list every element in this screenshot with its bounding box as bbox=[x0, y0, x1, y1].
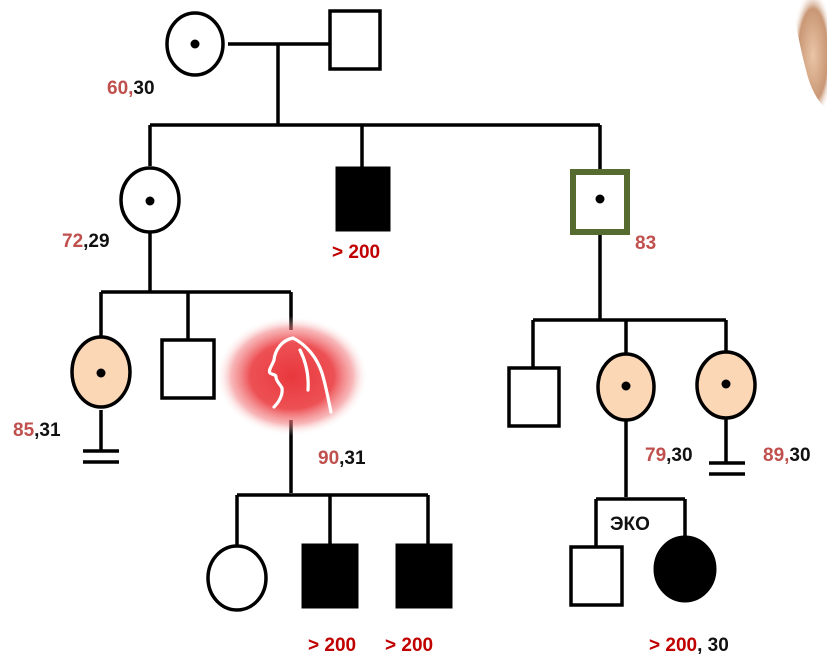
individual-III-5 bbox=[596, 352, 656, 422]
carrier-dot bbox=[595, 194, 605, 204]
individual-IV-5 bbox=[653, 535, 717, 603]
carrier-dot bbox=[190, 39, 200, 49]
carrier-dot bbox=[721, 379, 731, 389]
individual-I-2 bbox=[328, 9, 382, 71]
individual-III-6 bbox=[695, 350, 757, 420]
svg-text:ЭКО: ЭКО bbox=[610, 514, 650, 535]
individual-II-2 bbox=[335, 166, 391, 232]
woman-profile-icon bbox=[267, 336, 333, 414]
svg-text:> 200: > 200 bbox=[385, 635, 433, 656]
individual-III-2 bbox=[160, 338, 216, 400]
individual-IV-1 bbox=[206, 544, 268, 612]
age-label-II-1: ,29 bbox=[83, 231, 109, 252]
individual-II-3 bbox=[570, 169, 630, 235]
count-label-IV-3: > 200 bbox=[385, 635, 433, 656]
carrier-dot bbox=[621, 381, 631, 391]
count-label-III-3: 90 bbox=[318, 448, 339, 469]
svg-text:72,29: 72,29 bbox=[62, 231, 110, 252]
svg-text:> 200: > 200 bbox=[332, 242, 380, 263]
carrier-dot bbox=[96, 368, 106, 378]
individual-IV-4 bbox=[569, 545, 624, 607]
age-label-III-3: ,31 bbox=[339, 448, 366, 469]
count-label-I-1: 60, bbox=[107, 78, 133, 99]
age-label-III-5: ,30 bbox=[666, 445, 692, 466]
age-label-III-1: ,31 bbox=[34, 420, 61, 441]
individual-III-1 bbox=[70, 335, 132, 409]
pedigree-lines bbox=[83, 42, 745, 547]
svg-text:79,30: 79,30 bbox=[645, 445, 693, 466]
individual-IV-3 bbox=[395, 543, 453, 609]
pedigree-symbols bbox=[70, 9, 757, 612]
portrait-photo-fragment bbox=[792, 0, 827, 110]
ivf-label: ЭКО bbox=[610, 514, 650, 535]
count-label-II-2: > 200 bbox=[332, 242, 380, 263]
svg-text:83: 83 bbox=[635, 233, 656, 254]
carrier-dot bbox=[145, 196, 155, 206]
count-label-IV-2: > 200 bbox=[308, 635, 356, 656]
individual-I-1 bbox=[165, 11, 225, 77]
count-label-IV-5: > 200 bbox=[649, 635, 697, 656]
age-label-IV-5: , 30 bbox=[697, 635, 729, 656]
count-label-III-5: 79 bbox=[645, 445, 666, 466]
pedigree-labels: 60,30 72,29 > 200 83 85,31 90,31 79,30 8… bbox=[13, 78, 811, 656]
svg-text:85,31: 85,31 bbox=[13, 420, 61, 441]
individual-III-4 bbox=[507, 366, 561, 428]
individual-IV-2 bbox=[301, 543, 359, 609]
proband-marker bbox=[216, 316, 368, 436]
count-label-III-6: 89, bbox=[763, 445, 789, 466]
individual-II-1 bbox=[119, 166, 181, 234]
svg-text:> 200: > 200 bbox=[308, 635, 356, 656]
count-label-II-3: 83 bbox=[635, 233, 656, 254]
svg-text:90,31: 90,31 bbox=[318, 448, 366, 469]
count-label-II-1: 72 bbox=[62, 231, 83, 252]
svg-text:> 200, 30: > 200, 30 bbox=[649, 635, 729, 656]
count-label-III-1: 85 bbox=[13, 420, 35, 441]
svg-text:60,30: 60,30 bbox=[107, 78, 155, 99]
svg-text:89,30: 89,30 bbox=[763, 445, 811, 466]
age-label-I-1: 30 bbox=[133, 78, 154, 99]
age-label-III-6: 30 bbox=[789, 445, 810, 466]
